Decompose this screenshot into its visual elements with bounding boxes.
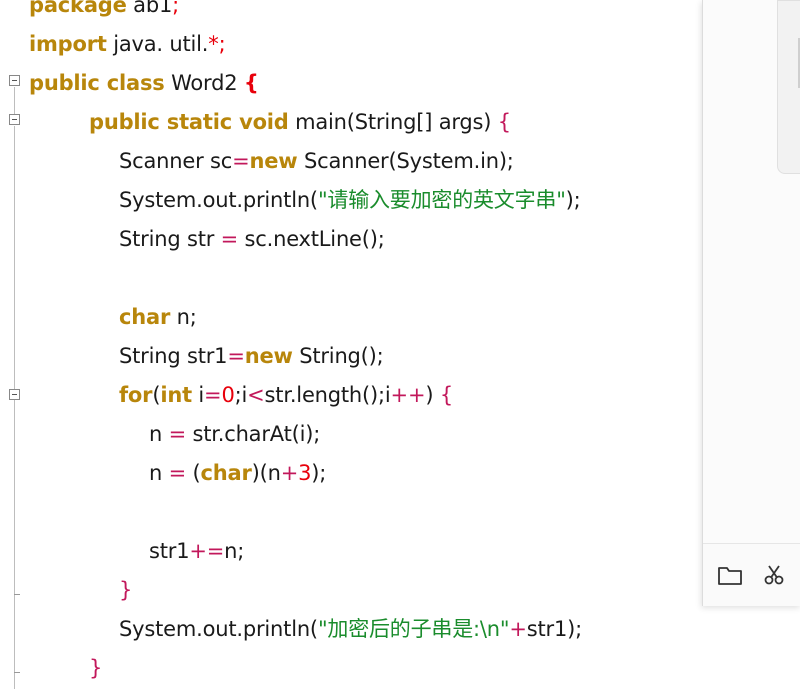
code-line-package[interactable]: package ab1;	[29, 0, 179, 17]
code-line-main-decl[interactable]: public static void main(String[] args) {	[89, 110, 511, 134]
panel-toolbar	[703, 543, 800, 606]
code-line-readline[interactable]: String str = sc.nextLine();	[119, 227, 385, 251]
code-line-class-decl[interactable]: public class Word2 {	[29, 71, 259, 95]
folder-icon[interactable]	[717, 562, 743, 588]
code-line-scanner[interactable]: Scanner sc=new Scanner(System.in);	[119, 149, 514, 173]
panel-preview	[777, 0, 800, 174]
code-line-char-decl[interactable]: char n;	[119, 305, 197, 329]
fold-method-icon[interactable]	[9, 114, 20, 125]
fold-end-tick	[14, 594, 20, 595]
side-panel	[702, 0, 800, 606]
panel-scrollbar[interactable]	[798, 38, 800, 88]
code-line-str1-decl[interactable]: String str1=new String();	[119, 344, 384, 368]
code-line-append[interactable]: str1+=n;	[149, 539, 245, 563]
code-line-charat[interactable]: n = str.charAt(i);	[149, 422, 321, 446]
code-line-shift[interactable]: n = (char)(n+3);	[149, 461, 327, 485]
scissors-icon[interactable]	[761, 562, 787, 588]
code-line-import[interactable]: import java. util.*;	[29, 32, 226, 56]
code-line-main-close[interactable]: }	[89, 656, 103, 680]
code-line-print-result[interactable]: System.out.println("加密后的子串是:\n"+str1);	[119, 617, 582, 641]
fold-class-icon[interactable]	[9, 75, 20, 86]
fold-guide	[14, 126, 15, 689]
fold-guide	[14, 87, 15, 115]
code-line-for-close[interactable]: }	[119, 578, 133, 602]
fold-end-tick	[14, 672, 20, 673]
code-line-print-prompt[interactable]: System.out.println("请输入要加密的英文字串");	[119, 188, 581, 212]
fold-for-icon[interactable]	[9, 389, 20, 400]
code-line-for-loop[interactable]: for(int i=0;i<str.length();i++) {	[119, 383, 453, 407]
